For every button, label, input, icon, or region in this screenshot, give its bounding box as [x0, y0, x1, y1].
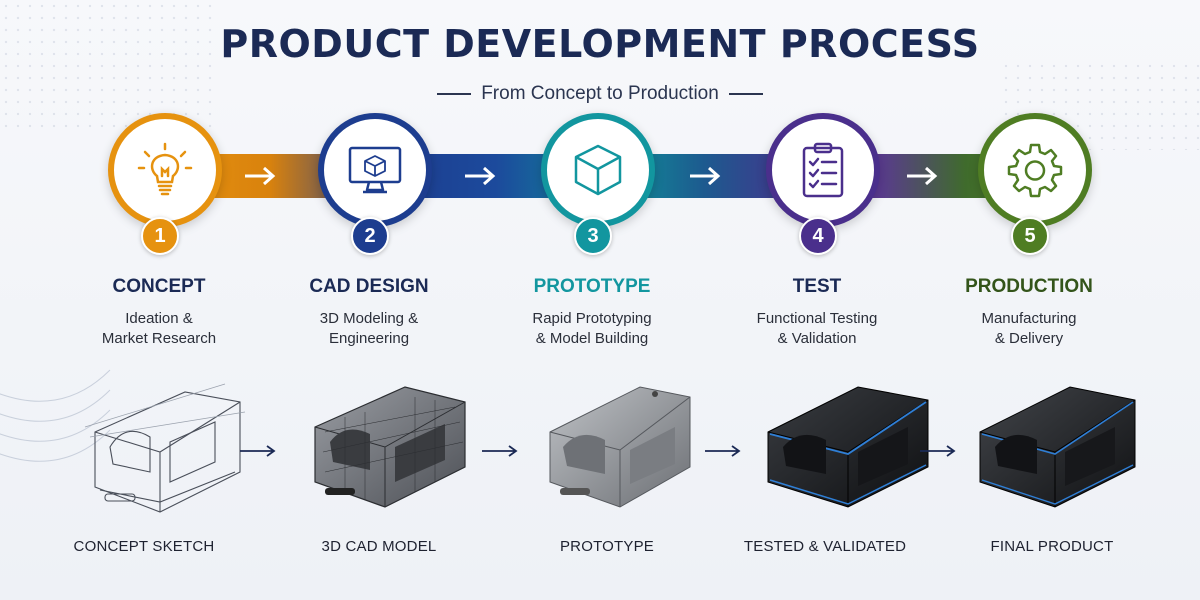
step-number-badge: 5: [1011, 217, 1049, 255]
subtitle-rule-right: [728, 92, 763, 95]
product-caption: FINAL PRODUCT: [990, 538, 1114, 555]
lightbulb-icon: [137, 142, 193, 196]
step-title: TEST: [792, 276, 842, 297]
monitor-cube-icon: [348, 146, 402, 194]
step-title: CONCEPT: [112, 276, 206, 297]
final-product-render: [979, 386, 1136, 508]
product-caption: PROTOTYPE: [559, 538, 655, 555]
step-number-badge: 3: [574, 217, 612, 255]
step-test: 4 TEST Functional Testing & Validation: [697, 113, 937, 353]
concept-sketch-drawing: [84, 383, 246, 513]
step-number-badge: 2: [351, 217, 389, 255]
flow-arrow-icon: [690, 166, 721, 186]
gear-icon: [1007, 143, 1063, 198]
step-description: 3D Modeling & Engineering: [319, 310, 419, 347]
step-description: Functional Testing & Validation: [756, 310, 878, 347]
step-number-badge: 1: [141, 217, 179, 255]
dot-pattern: [0, 0, 220, 130]
product-image-final: [965, 372, 1155, 522]
step-icon-circle: [318, 113, 432, 227]
flow-arrow-icon: [245, 166, 276, 186]
page-subtitle: From Concept to Production: [0, 83, 1200, 105]
product-arrow-icon: [240, 445, 276, 457]
step-icon-circle: [108, 113, 222, 227]
step-title: PROTOTYPE: [533, 276, 651, 297]
step-concept: 1 CONCEPT Ideation & Market Research: [39, 113, 279, 353]
step-description: Rapid Prototyping & Model Building: [532, 310, 652, 347]
step-icon-circle: [766, 113, 880, 227]
subtitle-text: From Concept to Production: [481, 83, 719, 104]
product-arrow-icon: [482, 445, 518, 457]
step-icon-circle: [541, 113, 655, 227]
prototype-render: [549, 386, 691, 508]
step-icon-circle: [978, 113, 1092, 227]
flow-arrow-icon: [907, 166, 938, 186]
product-arrow-icon: [705, 445, 741, 457]
page-title: PRODUCT DEVELOPMENT PROCESS: [220, 22, 980, 66]
step-title: CAD DESIGN: [309, 276, 429, 297]
step-cad-design: 2 CAD DESIGN 3D Modeling & Engineering: [249, 113, 489, 353]
product-image-concept-sketch: [65, 372, 255, 522]
step-prototype: 3 PROTOTYPE Rapid Prototyping & Model Bu…: [472, 113, 712, 353]
step-number-badge: 4: [799, 217, 837, 255]
product-caption: CONCEPT SKETCH: [73, 538, 215, 555]
product-image-cad-model: [285, 372, 475, 522]
step-title: PRODUCTION: [965, 276, 1093, 297]
flow-arrow-icon: [465, 166, 496, 186]
step-description: Manufacturing & Delivery: [981, 310, 1077, 347]
product-caption: 3D CAD MODEL: [321, 538, 437, 555]
tested-product-render: [767, 386, 929, 508]
cad-model-render: [314, 386, 466, 508]
product-image-prototype: [525, 372, 715, 522]
clipboard-checklist-icon: [802, 142, 844, 198]
subtitle-rule-left: [437, 92, 472, 95]
step-description: Ideation & Market Research: [101, 310, 217, 347]
product-arrow-icon: [920, 445, 956, 457]
decorative-swirl-lines: [0, 369, 111, 462]
product-image-tested: [748, 372, 938, 522]
step-production: 5 PRODUCTION Manufacturing & Delivery: [909, 113, 1149, 353]
product-caption: TESTED & VALIDATED: [743, 538, 907, 555]
cube-icon: [574, 144, 622, 196]
